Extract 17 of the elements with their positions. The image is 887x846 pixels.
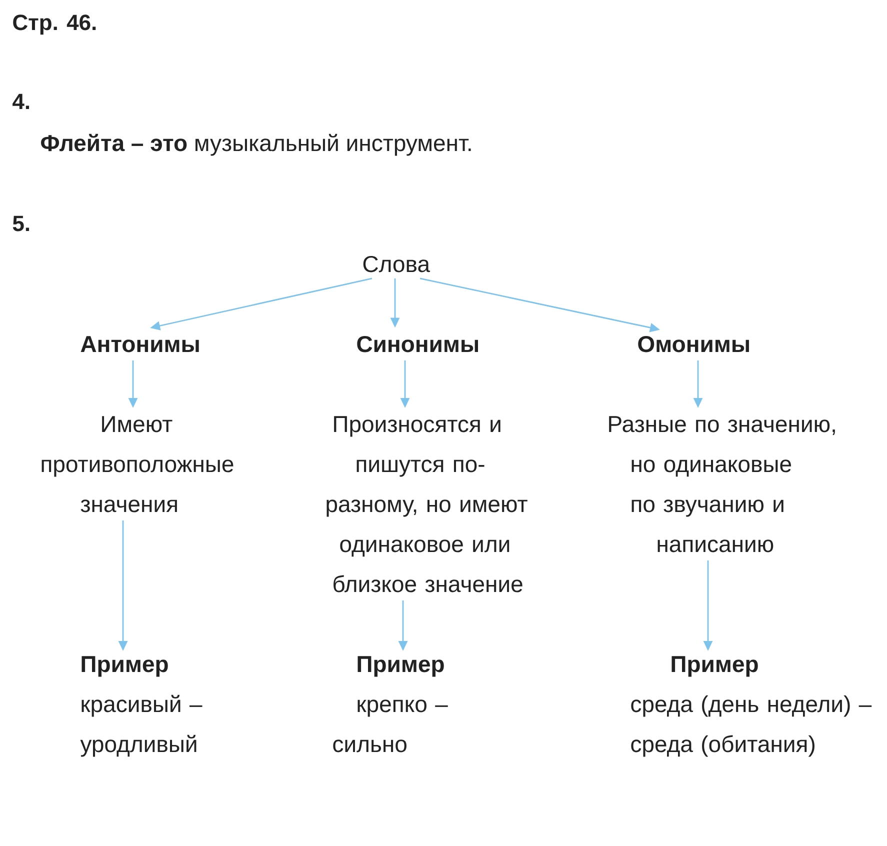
category-heading: Омонимы <box>638 336 749 352</box>
category-heading: Антонимы <box>80 336 199 352</box>
example-heading: Пример <box>82 656 168 677</box>
definition-text: Разные по значению, но одинаковые по звучанию и написанию <box>609 416 835 552</box>
root-word: Слова <box>363 256 430 272</box>
definition-text: Имеют противоположные значения <box>42 416 234 512</box>
category-heading: Синонимы <box>357 336 478 352</box>
exercise-number: 4. <box>12 94 30 109</box>
example-text: красивый – уродливый <box>80 694 202 757</box>
definition-text: Произносятся и пишутся по-разному, но имеют одинаковое или близкое значение <box>326 416 528 592</box>
exercise-number: 5. <box>12 216 30 232</box>
example-text: среда (день недели) – среда (обитания) <box>631 695 872 757</box>
example-heading: Пример <box>672 656 758 677</box>
answer-sentence: Флейта – это музыкальный инструмент. <box>41 134 471 156</box>
page-heading: Стр. 46. <box>13 14 96 35</box>
example-text: крепко – сильно <box>333 700 448 752</box>
example-heading: Пример <box>358 656 444 677</box>
